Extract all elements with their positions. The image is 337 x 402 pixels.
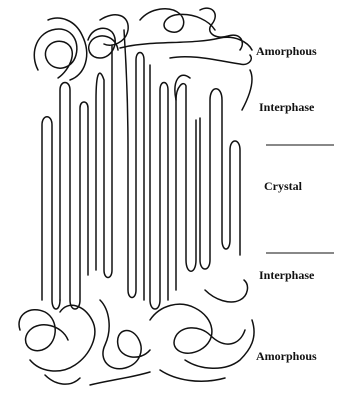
amorphous-tangle-top-left	[34, 18, 86, 80]
chain-fold-4	[124, 30, 144, 300]
chain-fold-3	[96, 45, 112, 278]
amorphous-top-label: Amorphous	[256, 45, 317, 57]
interphase-bottom-label: Interphase	[259, 269, 314, 281]
amorphous-tangle-top-right	[120, 8, 252, 64]
chain-fold-2	[60, 83, 88, 310]
chain-fold-7	[200, 89, 240, 269]
amorphous-tangle-bottom-center	[90, 300, 150, 385]
chain-fold-1	[42, 117, 60, 309]
amorphous-bottom-label: Amorphous	[256, 350, 317, 362]
chain-fold-6	[176, 84, 196, 290]
amorphous-tangle-bottom-left	[19, 305, 95, 384]
amorphous-tangle-top-center	[88, 15, 128, 58]
chain-fold-5	[150, 65, 168, 309]
interphase-top-label: Interphase	[259, 101, 314, 113]
crystal-label: Crystal	[264, 180, 302, 192]
amorphous-tangle-bottom-right	[150, 280, 254, 381]
